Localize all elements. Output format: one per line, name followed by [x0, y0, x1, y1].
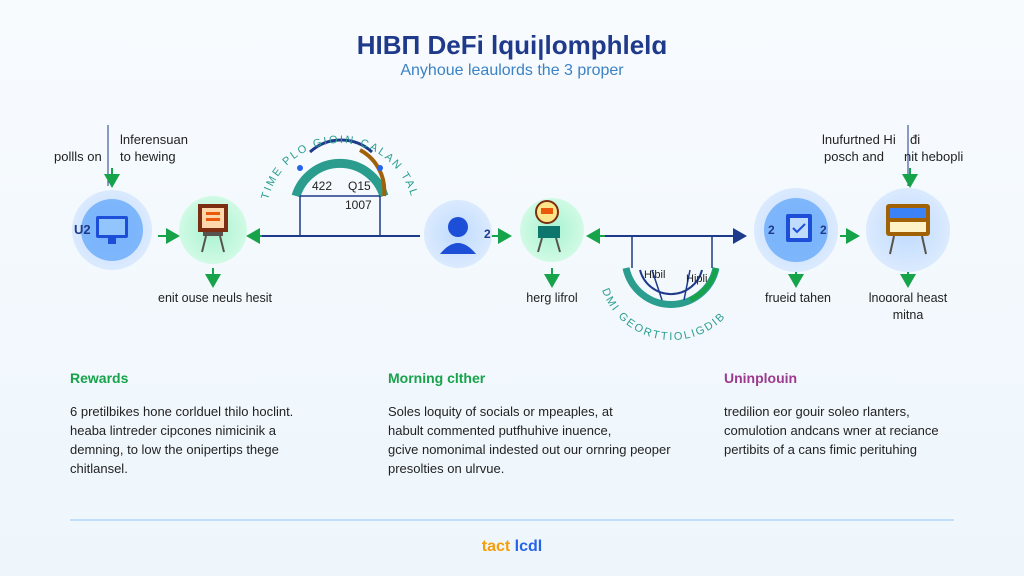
- arc2-right-value: Hipli: [686, 273, 707, 285]
- node-2-caption: enit ouse neuls hesit: [158, 291, 272, 305]
- top-right-label-b: posch and: [824, 149, 884, 164]
- section-line: comulotion andcans wner at reciance: [724, 423, 939, 438]
- footer-logo-part1: tact: [481, 538, 511, 555]
- footer-logo: tact lcdl: [0, 538, 1024, 556]
- node-6-caption-b: mitna: [892, 308, 924, 322]
- section-line: gcive nomonimal indested out our ornring…: [388, 442, 671, 457]
- arc1-right-value: Q15: [348, 179, 371, 193]
- node-5-caption: frueid tahen: [764, 291, 832, 305]
- section-heading: Morning clther: [388, 370, 486, 386]
- section-body: 6 pretilbikes hone corlduel thilo hoclin…: [70, 402, 360, 478]
- node-5-documents: [754, 188, 838, 272]
- node-1-label: U2: [74, 222, 91, 237]
- arc1-left-value: 422: [312, 179, 332, 193]
- section-line: Soles loquity of socials or mpeaples, at: [388, 404, 613, 419]
- diagram-subtitle: Anyhoue leaulords the 3 proper: [400, 62, 624, 79]
- footer-logo-part2: lcdl: [514, 538, 543, 555]
- top-right-label-d: nit hebopli: [904, 149, 964, 164]
- top-left-label-a: pollls on: [54, 149, 102, 164]
- section-heading: Rewards: [70, 370, 129, 386]
- node-6-caption-a: lnoɑoral heast: [868, 291, 948, 305]
- node-1-screen: [72, 190, 152, 270]
- arc2-left-value: Hibil: [644, 269, 665, 281]
- section-line: presolties on ulrvue.: [388, 461, 505, 476]
- node-5-label: 2: [820, 223, 827, 237]
- top-left-label-b: lnferensuan: [120, 132, 188, 147]
- section-line: tredilion eor gouir soleo rlanters,: [724, 404, 910, 419]
- section-line: pertibits of a cans fimic perituhing: [724, 442, 917, 457]
- bottom-arc-gauge: [622, 236, 720, 308]
- arc1-bottom-value: 1007: [345, 198, 372, 212]
- section-body: tredilion eor gouir soleo rlanters, comu…: [724, 402, 984, 459]
- node-2-billboard: [179, 196, 247, 264]
- section-line: 6 pretilbikes hone corlduel thilo hoclin…: [70, 404, 294, 419]
- diagram-title: HIBΠ DeFi lquiꞁlomphlelɑ: [356, 30, 668, 60]
- node-5-label-left: 2: [768, 223, 775, 237]
- node-3-label: 2: [484, 227, 491, 241]
- section-line: chitlansel.: [70, 461, 128, 476]
- node-3-user-icon: [424, 200, 492, 268]
- section-body: Soles loquity of socials or mpeaples, at…: [388, 402, 678, 478]
- section-line: habult commented putfhuhive inuence,: [388, 423, 612, 438]
- section-line: heaba lintreder cipcones nimicinik a: [70, 423, 276, 438]
- top-arc-gauge: [291, 138, 389, 236]
- section-morning: Morning clther Soles loquity of socials …: [388, 370, 678, 478]
- node-6-board: [866, 188, 950, 272]
- top-right-label-a: lnufurtned Hi: [822, 132, 896, 147]
- node-4-caption: herg lifrol: [526, 291, 578, 305]
- node-4-figure: [520, 198, 584, 262]
- section-heading: Uninplouin: [724, 370, 798, 386]
- section-line: demning, to low the onipertips thege: [70, 442, 279, 457]
- section-rewards: Rewards 6 pretilbikes hone corlduel thil…: [70, 370, 360, 478]
- section-uninplouin: Uninplouin tredilion eor gouir soleo rla…: [724, 370, 984, 459]
- arc2-circular-text: DMI GEORTTIOLIGDIB: [599, 287, 728, 344]
- top-left-label-c: to hewing: [120, 149, 176, 164]
- top-right-label-c: đi: [910, 132, 921, 147]
